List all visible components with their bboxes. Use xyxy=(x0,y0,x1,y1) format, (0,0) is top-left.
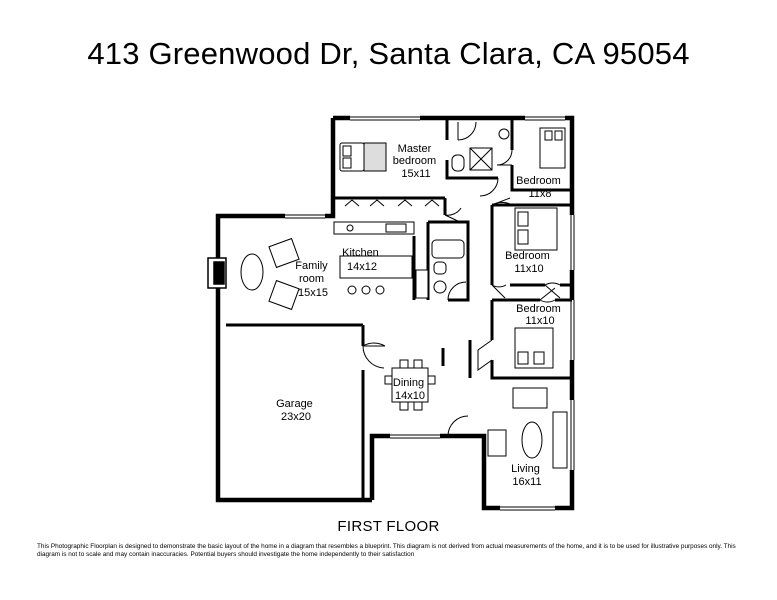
room-label-master-bedroom: Master bedroom 15x11 xyxy=(393,143,439,180)
room-label-kitchen: Kitchen 14x12 xyxy=(342,247,382,273)
doors xyxy=(362,121,561,437)
room-label-bedroom-3: Bedroom 11x10 xyxy=(516,303,564,327)
windows xyxy=(285,115,576,512)
property-address: 413 Greenwood Dr, Santa Clara, CA 95054 xyxy=(87,36,690,71)
furniture xyxy=(240,127,568,469)
floor-label: FIRST FLOOR xyxy=(337,518,440,535)
room-label-living: Living 16x11 xyxy=(511,463,543,488)
room-label-dining: Dining 14x10 xyxy=(393,377,427,402)
room-labels: Master bedroom 15x11 Bedroom 11x8 Bedroo… xyxy=(276,143,564,488)
room-label-bedroom-2: Bedroom 11x10 xyxy=(505,250,553,275)
room-label-garage: Garage 23x20 xyxy=(276,398,316,423)
interior-walls xyxy=(226,118,572,500)
disclaimer-text: This Photographic Floorplan is designed … xyxy=(37,543,736,558)
room-label-bedroom-1: Bedroom 11x8 xyxy=(516,175,564,200)
room-label-family-room: Family room 15x15 xyxy=(295,260,330,299)
fireplace xyxy=(207,257,227,289)
